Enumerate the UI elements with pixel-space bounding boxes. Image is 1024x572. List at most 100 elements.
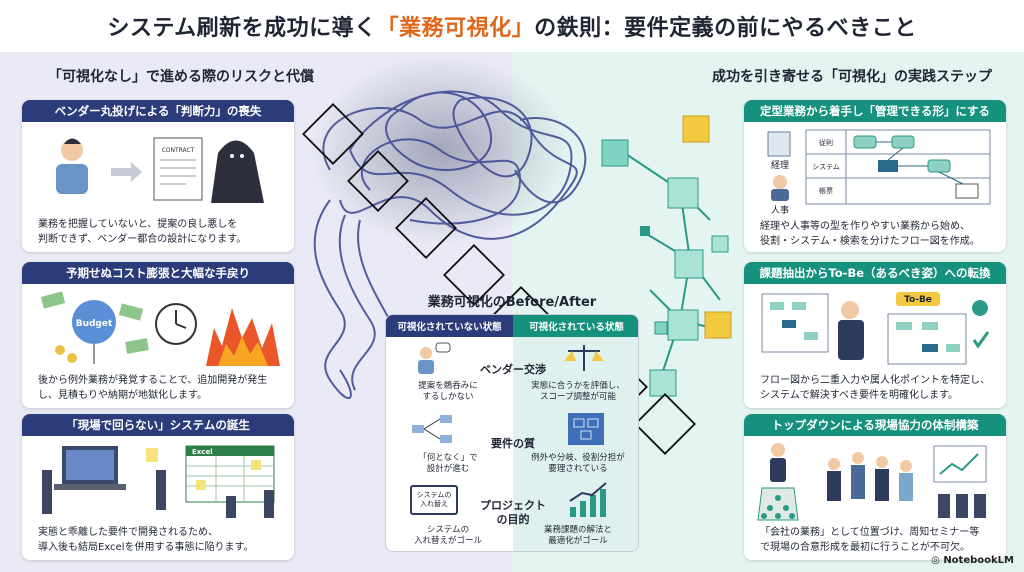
- card-title: 課題抽出からTo-Be（あるべき姿）への転換: [744, 262, 1006, 284]
- text-line: スコープ調整が可能: [540, 392, 616, 402]
- cube: [654, 321, 668, 335]
- person-body: [56, 164, 88, 194]
- text-line: 「何となく」で: [418, 453, 478, 463]
- presentation-board: [933, 445, 987, 483]
- risk-card-vendor: ベンダー丸投げによる「判断力」の喪失 CONTRACT 業務を把握していないと、…: [22, 100, 294, 252]
- badge-line: システムの: [416, 491, 452, 499]
- flowchart-illustration: 経理 人事 従則 システム 帳票: [767, 129, 991, 216]
- desc-line: 実態と乖離した要件で開発されるため、: [38, 527, 218, 538]
- check-icon: [972, 331, 990, 349]
- money-icon: [118, 303, 144, 321]
- pyramid-icon: [757, 487, 799, 521]
- card-title: トップダウンによる現場協力の体制構築: [744, 414, 1006, 436]
- cube: [640, 226, 650, 236]
- step-card-tobe: 課題抽出からTo-Be（あるべき姿）への転換 To-Be フロー図から二重入力や…: [744, 262, 1006, 408]
- text-line: 最適化がゴール: [548, 536, 608, 546]
- desc-line: 導入後も結局Excelを併用する事態に陥ります。: [38, 541, 254, 553]
- notebooklm-logo: ◎ NotebookLM: [931, 555, 1014, 566]
- diamond-mark: [302, 103, 364, 165]
- scale-icon: [564, 345, 604, 371]
- contract-document: [153, 137, 203, 201]
- after-header: 可視化されている状態: [513, 315, 638, 337]
- text-line: 業務課題の解法と: [543, 525, 612, 535]
- desc-line: で現場の合意形成を最初に行うことが不可欠。: [760, 541, 970, 553]
- desc-line: 役割・システム・検索を分けたフロー図を作成。: [760, 235, 980, 247]
- before-text: システムの 入れ替えがゴール: [392, 525, 504, 547]
- excel-label: Excel: [192, 448, 213, 456]
- cube: [674, 249, 704, 279]
- person-icon: [773, 175, 787, 189]
- row-label: 要件の質: [491, 437, 535, 450]
- desc-line: 「会社の業務」として位置づけ、周知セミナー等: [760, 527, 980, 538]
- vendor-illustration: CONTRACT: [56, 137, 264, 203]
- cube: [667, 177, 699, 209]
- arrow-icon: [111, 162, 142, 182]
- card-title: 「現場で回らない」システムの誕生: [22, 414, 294, 436]
- desc-line: 経理や人事等の型を作りやすい業務から始め、: [760, 221, 970, 232]
- before-text: 提案を鵜呑みに するしかない: [392, 381, 504, 403]
- leader-icon: [771, 443, 785, 457]
- label-line: プロジェクト: [480, 499, 546, 512]
- tobe-illustration: To-Be: [761, 292, 990, 365]
- cost-illustration: Budget: [40, 291, 280, 366]
- text-line: 設計が進む: [426, 464, 470, 474]
- person-icon: [156, 470, 166, 510]
- messy-flow-icon: [412, 415, 452, 443]
- person-icon: [42, 470, 52, 514]
- desc-line: システムで解決すべき要件を明確化します。: [760, 389, 958, 401]
- role-label: 人事: [771, 204, 789, 216]
- consultant-icon: [841, 301, 859, 319]
- diamond-mark: [395, 197, 457, 259]
- money-icon: [125, 338, 149, 354]
- after-text: 例外や分岐、役割分担が 要理されている: [522, 453, 634, 475]
- badge-line: 入れ替え: [420, 500, 448, 508]
- card-title: 定型業務から着手し「管理できる形」にする: [744, 100, 1006, 122]
- text-line: 提案を鵜呑みに: [418, 381, 478, 391]
- after-text: 実態に合うかを評価し、 スコープ調整が可能: [522, 381, 634, 403]
- cheering-staff: [827, 452, 913, 501]
- person-icon: [61, 139, 83, 161]
- logo-icon: ◎: [931, 555, 944, 566]
- step-card-topdown: トップダウンによる現場協力の体制構築 「会社の業務」として位置づけ、周知セミナー…: [744, 414, 1006, 560]
- title-highlight: 「業務可視化」: [376, 16, 535, 41]
- page-title: システム刷新を成功に導く 「業務可視化」 の鉄則：要件定義の前にやるべきこと: [0, 0, 1024, 52]
- lane-label: 帳票: [819, 186, 833, 195]
- card-description: 経理や人事等の型を作りやすい業務から始め、 役割・システム・検索を分けたフロー図…: [760, 220, 994, 249]
- cube: [711, 235, 729, 253]
- tangled-lines: [313, 90, 587, 400]
- money-icon: [40, 291, 66, 309]
- cube: [649, 369, 677, 397]
- before-after-panel: 可視化されていない状態 可視化されている状態 ベンダー交渉 提案を鵜呑みに する…: [385, 314, 639, 552]
- hooded-vendor-icon: [211, 140, 264, 203]
- text-line: 要理されている: [548, 464, 608, 474]
- right-column-header: 成功を引き寄せる「可視化」の実践ステップ: [712, 69, 992, 85]
- risk-card-cost: 予期せぬコスト膨張と大幅な手戻り Budget 後から例外業務が発覚することで、…: [22, 262, 294, 408]
- contract-label: CONTRACT: [162, 147, 195, 154]
- budget-balloon-icon: [72, 300, 116, 344]
- desc-line: 後から例外業務が発覚することで、追加開発が発生: [38, 375, 268, 386]
- field-illustration: Excel: [42, 445, 275, 518]
- text-line: 実態に合うかを評価し、: [531, 381, 625, 391]
- title-part1: システム刷新を成功に導く: [107, 16, 377, 41]
- network-cubes: [601, 115, 732, 397]
- risk-card-field: 「現場で回らない」システムの誕生 Excel 実態と乖離した要件で開発されるため…: [22, 414, 294, 560]
- calculator-icon: [767, 131, 791, 157]
- desc-line: し、見積もりや納期が地獄化します。: [38, 389, 207, 401]
- lane-label: 従則: [819, 138, 833, 147]
- system-replacement-badge: システムの 入れ替え: [410, 485, 458, 515]
- cube: [682, 115, 710, 143]
- card-description: フロー図から二重入力や属人化ポイントを特定し、 システムで解決すべき要件を明確化…: [760, 374, 994, 403]
- desc-line: 判断できず、ベンダー都合の設計になります。: [38, 233, 247, 245]
- gear-icon: [972, 300, 988, 316]
- sticky-note-icon: [146, 448, 158, 462]
- growth-chart-icon: [569, 482, 607, 517]
- card-description: 後から例外業務が発覚することで、追加開発が発生 し、見積もりや納期が地獄化します…: [38, 374, 282, 403]
- card-description: 業務を把握していないと、提案の良し悪しを 判断できず、ベンダー都合の設計になりま…: [38, 218, 282, 247]
- role-label: 経理: [771, 159, 789, 171]
- tobe-label: To-Be: [904, 295, 932, 305]
- label-line: の目的: [496, 513, 530, 526]
- desc-line: 業務を把握していないと、提案の良し悪しを: [38, 219, 238, 230]
- budget-label: Budget: [76, 319, 113, 329]
- card-title: 予期せぬコスト膨張と大幅な手戻り: [22, 262, 294, 284]
